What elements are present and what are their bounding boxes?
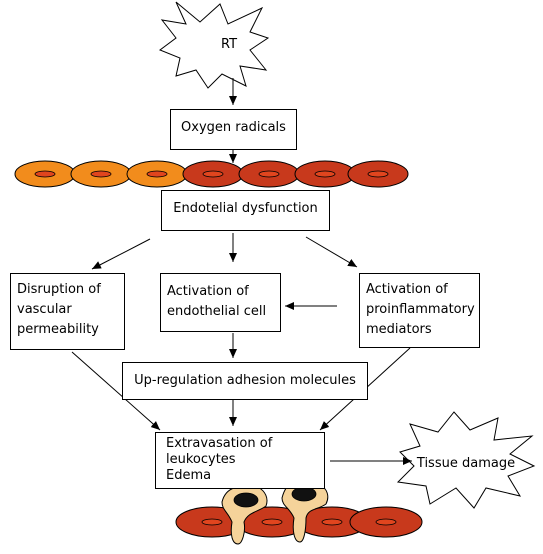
disruption-line-1: Disruption of (17, 282, 101, 297)
activation-proinflammatory-line-1: Activation of (366, 282, 448, 297)
disruption-line-2: vascular (17, 302, 72, 317)
rbc-row-top (14, 160, 409, 188)
box-activation-proinflammatory: Activation of proinflammatory mediators (359, 273, 480, 348)
extravasation-line-3: Edema (166, 468, 212, 483)
extravasation-line-1: Extravasation of (166, 436, 273, 451)
activation-proinflammatory-line-3: mediators (366, 322, 432, 337)
leukocyte-left (221, 483, 268, 545)
endotelial-dysfunction-label: Endotelial dysfunction (173, 201, 318, 216)
box-oxygen-radicals: Oxygen radicals (170, 109, 297, 150)
box-upregulation-adhesion: Up-regulation adhesion molecules (122, 362, 368, 400)
arrow-endotelial-disruption (91, 238, 151, 270)
box-extravasation: Extravasation of leukocytes Edema (155, 432, 325, 489)
activation-endothelial-line-2: endothelial cell (167, 304, 267, 319)
leukocyte-right (281, 480, 329, 543)
tissue-damage-starburst (396, 411, 536, 509)
rt-label: RT (221, 37, 237, 52)
arrow-disruption-extravasation (71, 351, 161, 431)
box-activation-endothelial: Activation of endothelial cell (160, 273, 281, 332)
tissue-damage-label: Tissue damage (416, 456, 515, 471)
oxygen-radicals-label: Oxygen radicals (181, 120, 286, 135)
upregulation-label: Up-regulation adhesion molecules (134, 373, 356, 388)
box-endotelial-dysfunction: Endotelial dysfunction (161, 190, 330, 231)
extravasation-line-2: leukocytes (166, 452, 236, 467)
box-disruption-vascular: Disruption of vascular permeability (10, 273, 125, 350)
activation-proinflammatory-line-2: proinflammatory (366, 302, 475, 317)
rt-starburst (158, 1, 270, 89)
activation-endothelial-line-1: Activation of (167, 284, 249, 299)
disruption-line-3: permeability (17, 322, 99, 337)
arrow-endotelial-proinflammatory (305, 236, 358, 268)
